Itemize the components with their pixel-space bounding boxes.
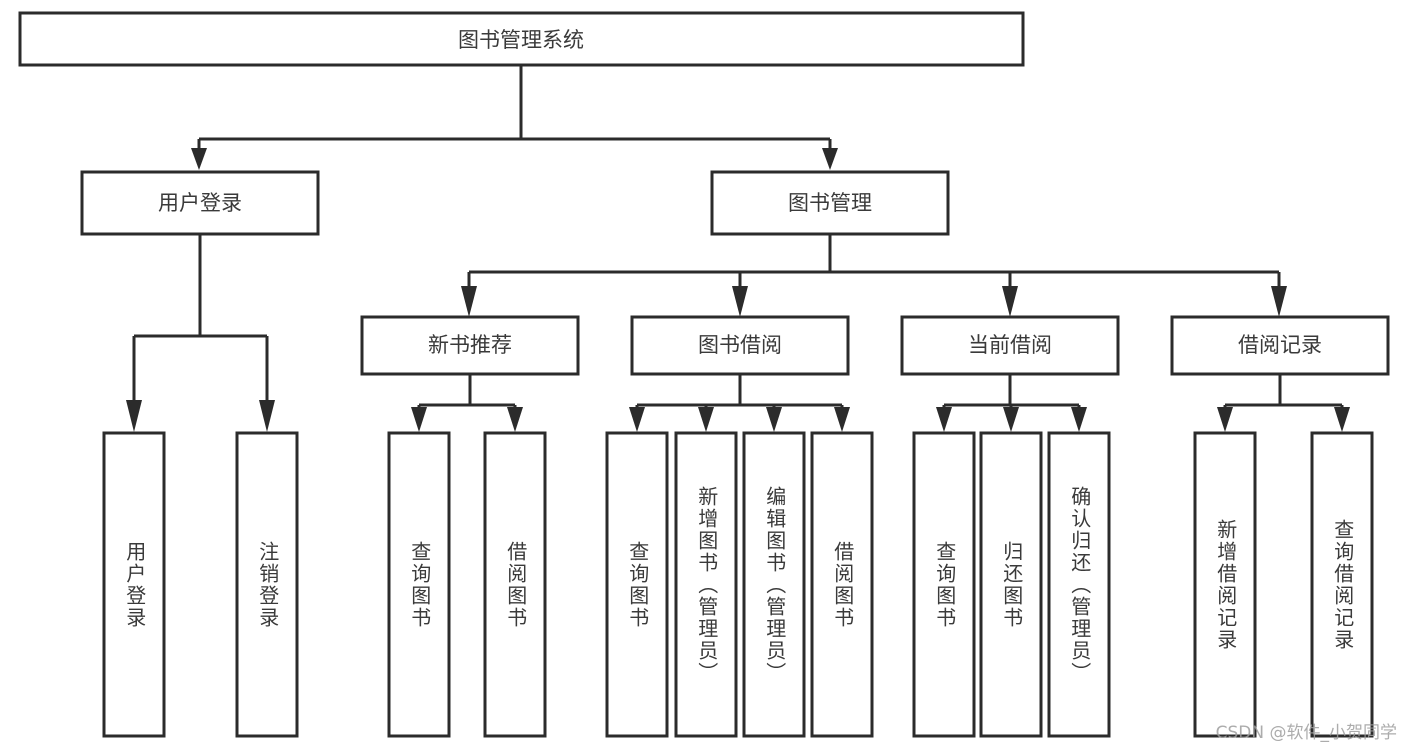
arrow-to-login — [191, 148, 207, 170]
connector-borrowrecord-to-leaves — [1217, 374, 1350, 432]
connector-currentborrow-to-leaves — [936, 374, 1087, 432]
leaf-box-record-0[interactable] — [1193, 431, 1257, 738]
user-login-label: 用户登录 — [158, 191, 242, 215]
new-book-label: 新书推荐 — [428, 333, 512, 357]
node-new-book-recommend[interactable]: 新书推荐 — [360, 315, 580, 376]
connector-bookborrow-to-leaves — [629, 374, 850, 432]
connector-login-to-leaves — [126, 234, 275, 432]
leaf-label-current-2: 确认归还（管理员） — [1067, 485, 1092, 684]
node-root[interactable]: 图书管理系统 — [18, 11, 1025, 67]
book-borrow-box — [630, 315, 850, 376]
leaf-label-newbook-1: 借阅图书 — [503, 540, 528, 629]
leaf-box-current-0[interactable] — [912, 431, 976, 738]
root-box — [18, 11, 1025, 67]
leaf-label-login-1: 注销登录 — [255, 540, 280, 629]
node-book-management[interactable]: 图书管理 — [710, 170, 950, 236]
leaf-label-borrow-1: 新增图书（管理员） — [694, 485, 719, 684]
leaf-label-record-1: 查询借阅记录 — [1330, 518, 1355, 651]
connector-root-to-level2 — [191, 65, 838, 170]
leaf-label-current-0: 查询图书 — [932, 540, 957, 629]
leaf-box-login-1[interactable] — [235, 431, 299, 738]
leaf-label-borrow-2: 编辑图书（管理员） — [762, 485, 787, 684]
node-book-borrow[interactable]: 图书借阅 — [630, 315, 850, 376]
book-management-label: 图书管理 — [788, 191, 872, 215]
leaf-box-record-1[interactable] — [1310, 431, 1374, 738]
leaf-box-current-2[interactable] — [1047, 431, 1111, 738]
node-user-login[interactable]: 用户登录 — [80, 170, 320, 236]
leaf-box-borrow-1[interactable] — [674, 431, 738, 738]
arrow-to-bookmgmt — [822, 148, 838, 170]
current-borrow-box — [900, 315, 1120, 376]
connector-newbook-to-leaves — [411, 374, 523, 432]
root-label: 图书管理系统 — [458, 28, 584, 52]
leaf-box-borrow-0[interactable] — [605, 431, 669, 738]
borrow-record-label: 借阅记录 — [1238, 333, 1322, 357]
leaf-label-borrow-0: 查询图书 — [625, 540, 650, 629]
node-current-borrow[interactable]: 当前借阅 — [900, 315, 1120, 376]
book-borrow-label: 图书借阅 — [698, 333, 782, 357]
leaf-label-current-1: 归还图书 — [999, 540, 1024, 629]
leaf-box-newbook-0[interactable] — [387, 431, 451, 738]
leaf-box-borrow-3[interactable] — [810, 431, 874, 738]
leaf-label-borrow-3: 借阅图书 — [830, 540, 855, 629]
leaf-box-login-0[interactable] — [102, 431, 166, 738]
leaf-label-record-0: 新增借阅记录 — [1213, 518, 1238, 651]
leaf-box-current-1[interactable] — [979, 431, 1043, 738]
leaf-label-login-0: 用户登录 — [122, 540, 147, 629]
connector-bookmgmt-to-level3 — [461, 234, 1287, 317]
leaf-box-borrow-2[interactable] — [742, 431, 806, 738]
leaf-label-newbook-0: 查询图书 — [407, 540, 432, 629]
csdn-watermark: CSDN @软件_小贺同学 — [1215, 723, 1397, 743]
leaf-box-newbook-1[interactable] — [483, 431, 547, 738]
current-borrow-label: 当前借阅 — [968, 333, 1052, 357]
node-borrow-record[interactable]: 借阅记录 — [1170, 315, 1390, 376]
new-book-box — [360, 315, 580, 376]
